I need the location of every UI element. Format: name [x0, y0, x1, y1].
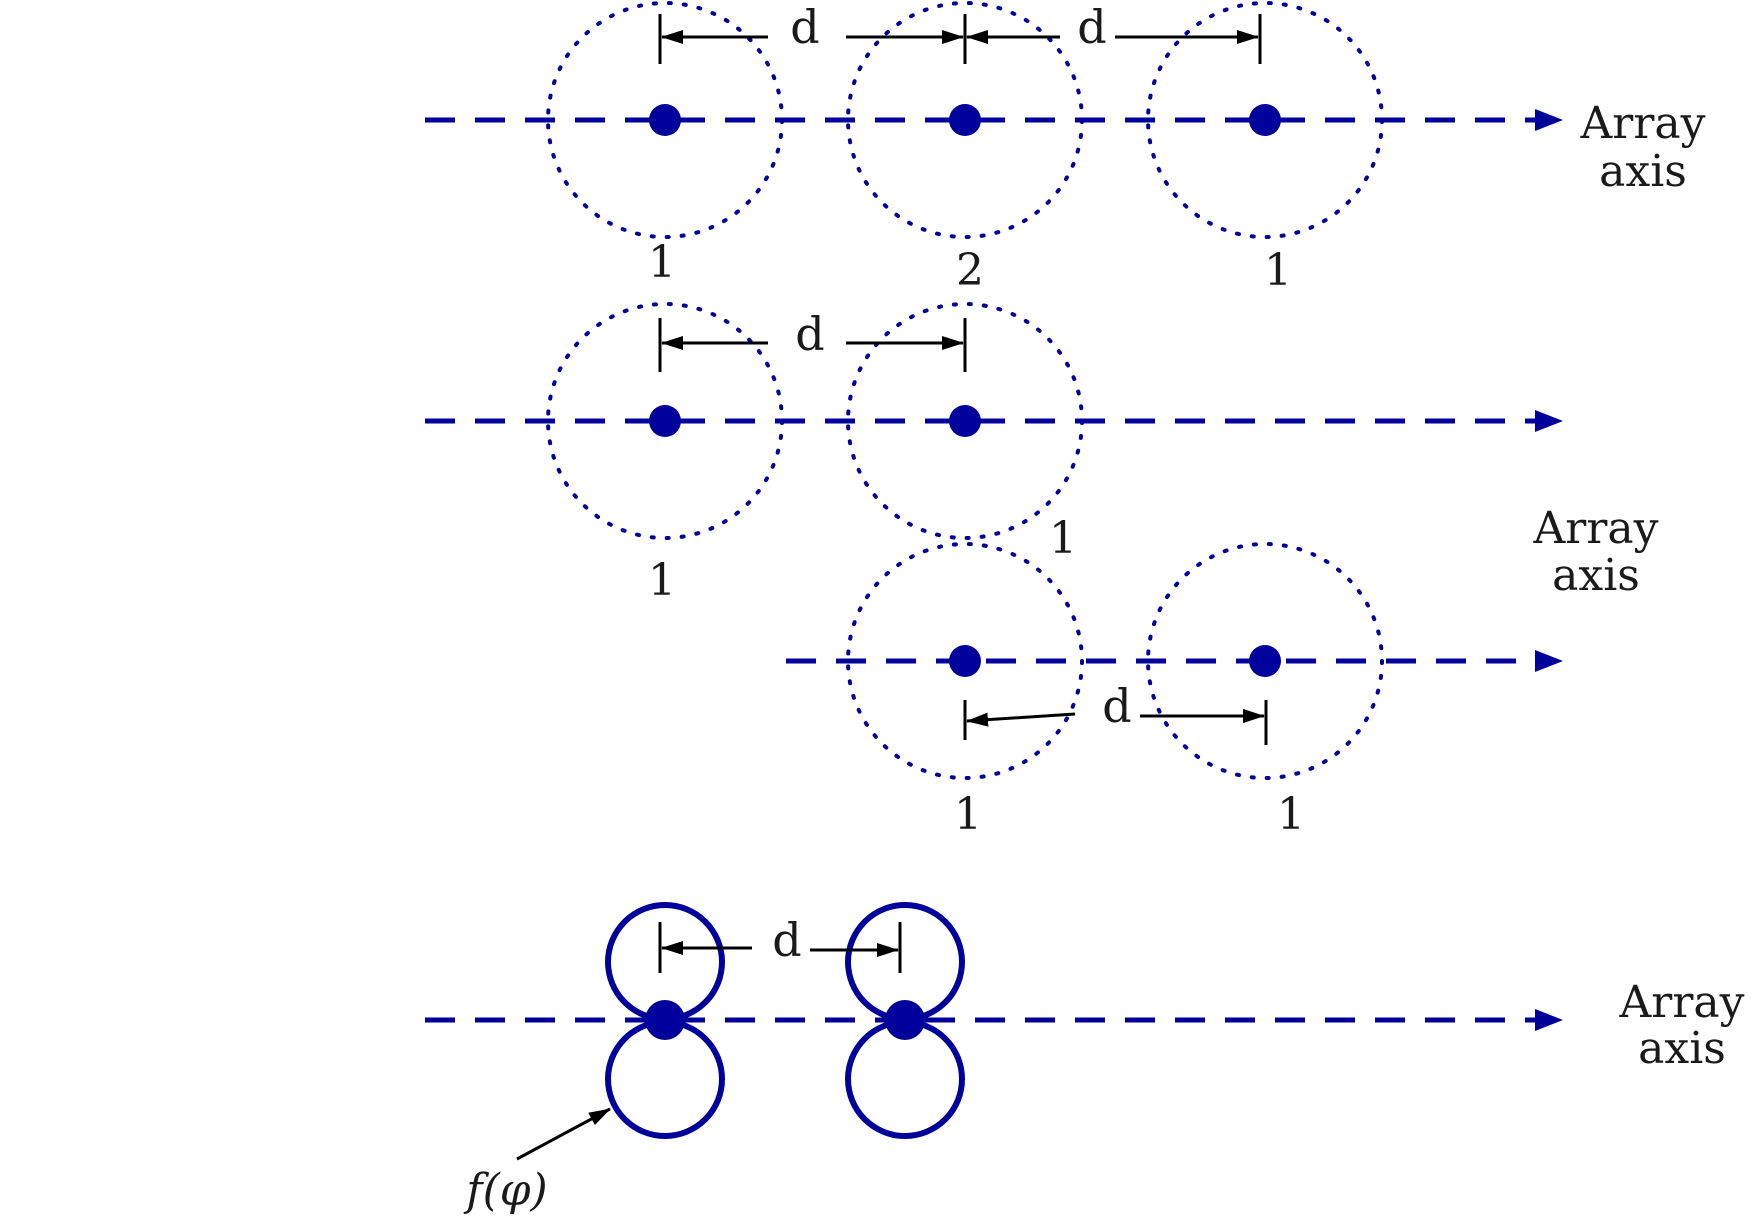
array-element-dot [1249, 645, 1281, 677]
array-row-2a: d 1 1 [425, 302, 1563, 606]
array-axis-label: Array [1619, 977, 1745, 1028]
pattern-function-label: f(φ) [463, 1165, 547, 1216]
axis-arrowhead-icon [1535, 109, 1563, 131]
element-pattern-circle [546, 302, 784, 540]
element-weight: 1 [648, 237, 676, 288]
spacing-label: d [772, 913, 801, 967]
array-element-dot [885, 1000, 925, 1040]
array-element-dot [645, 1000, 685, 1040]
array-element-dot [949, 104, 981, 136]
array-element-dot [649, 405, 681, 437]
element-weight: 1 [1264, 245, 1292, 296]
dimension-arrow [966, 712, 1076, 727]
element-pattern-circle [846, 302, 1084, 540]
element-pattern-circle [546, 1, 784, 239]
array-axis-label: Array [1533, 503, 1659, 554]
spacing-label: d [790, 0, 819, 54]
array-element-dot [649, 104, 681, 136]
axis-arrowhead-icon [1535, 650, 1563, 672]
array-row-1: d d 1 2 1 Array axis [425, 0, 1706, 296]
array-element-dot [949, 405, 981, 437]
array-axis-label: axis [1599, 146, 1687, 197]
array-axis-label: axis [1638, 1023, 1726, 1074]
axis-arrowhead-icon [1535, 410, 1563, 432]
spacing-label: d [1077, 0, 1106, 54]
array-row-2b: d 1 1 [786, 542, 1563, 840]
array-row-3: d f(φ) Array axis [425, 902, 1745, 1216]
spacing-label: d [1102, 679, 1131, 733]
array-element-dot [1249, 104, 1281, 136]
array-element-dot [949, 645, 981, 677]
spacing-label: d [795, 307, 824, 361]
element-pattern-circle [846, 542, 1084, 780]
element-weight: 1 [1049, 513, 1077, 564]
axis-arrowhead-icon [1535, 1009, 1563, 1031]
element-weight: 1 [648, 555, 676, 606]
array-axis-label: axis [1552, 550, 1640, 601]
pattern-pointer-arrow [516, 1107, 611, 1161]
element-pattern-circle [1146, 542, 1384, 780]
element-weight: 1 [1277, 789, 1305, 840]
element-weight: 2 [956, 245, 984, 296]
element-pattern-circle [846, 1, 1084, 239]
array-axis-label: Array [1580, 98, 1706, 149]
element-weight: 1 [954, 789, 982, 840]
element-pattern-circle [1146, 1, 1384, 239]
